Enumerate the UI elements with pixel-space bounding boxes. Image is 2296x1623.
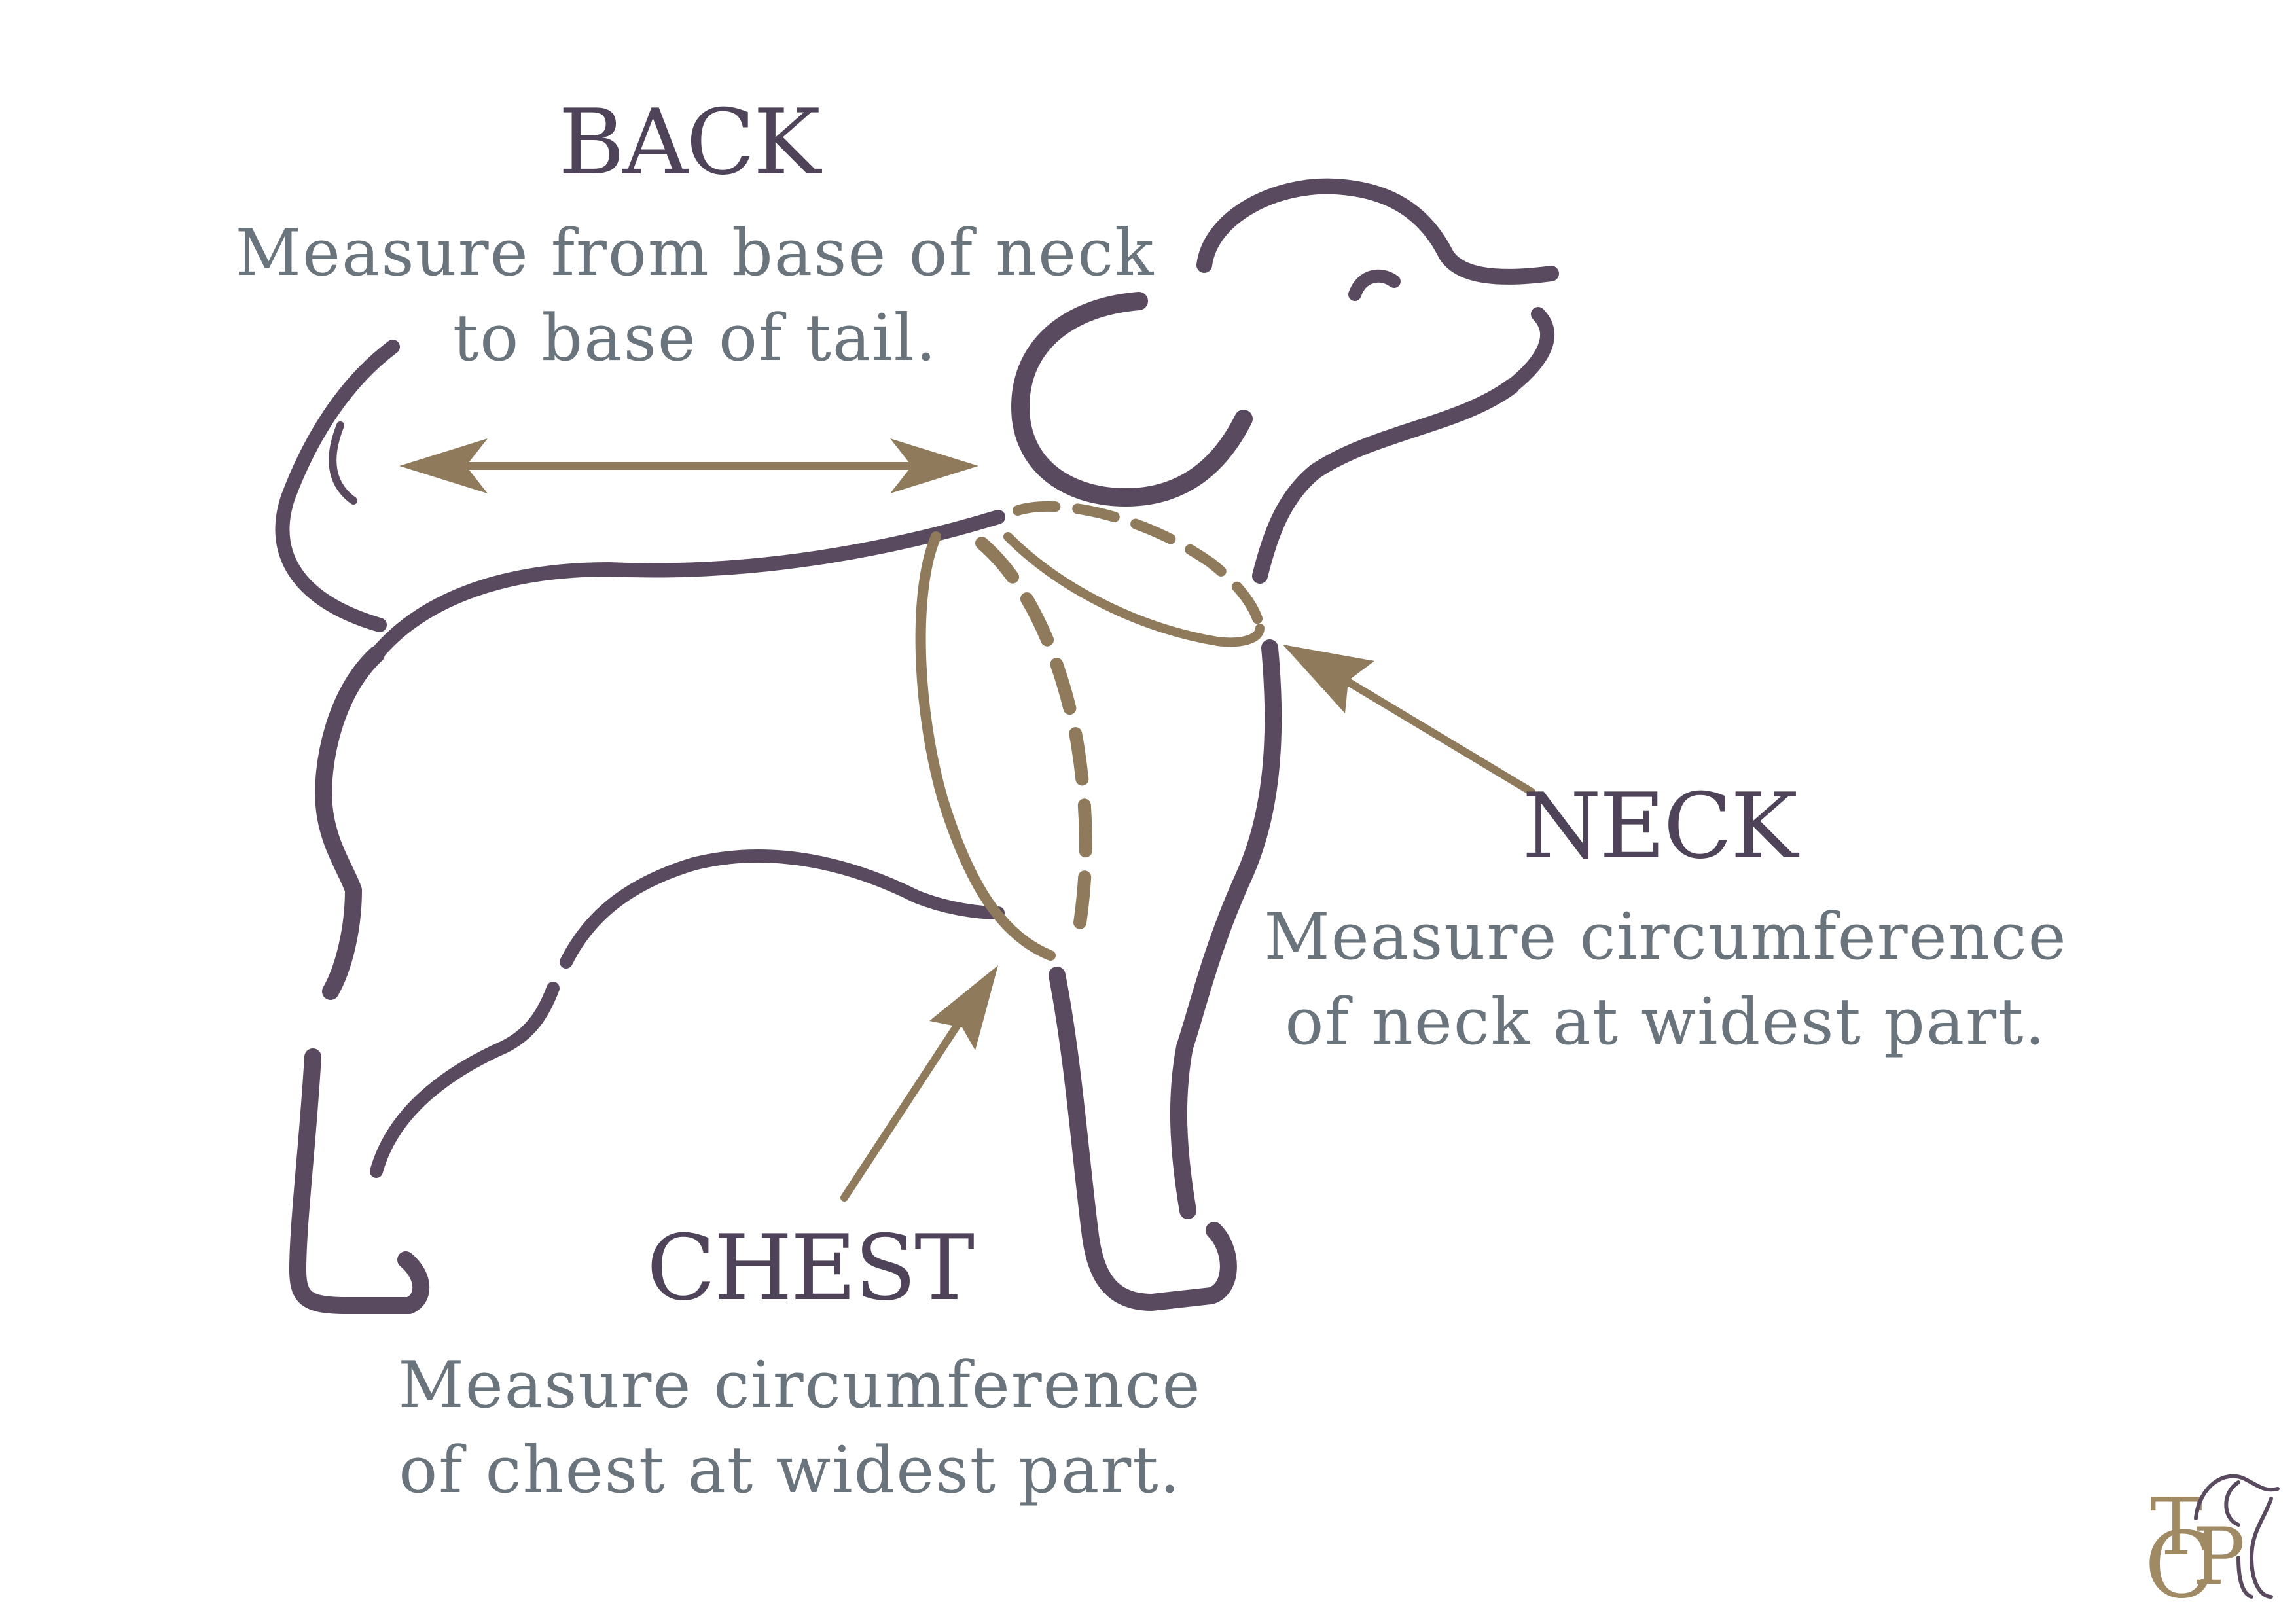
neck-ring-dashed	[1013, 501, 1265, 633]
dog-chest-line	[1170, 639, 1282, 1219]
neck-desc-line1: Measure circumference	[1264, 900, 2067, 974]
neck-pointer-arrow	[1283, 645, 1535, 796]
back-label: BACK Measure from base of neck to base o…	[236, 90, 1155, 376]
chest-arrowhead	[929, 965, 998, 1050]
dog-belly	[560, 849, 1005, 969]
back-title: BACK	[558, 90, 823, 195]
dog-tail-inner	[329, 421, 357, 505]
neck-desc-line2: of neck at widest part.	[1285, 985, 2046, 1060]
chest-pointer-arrow	[840, 965, 998, 1202]
back-desc-line2: to base of tail.	[453, 301, 937, 376]
dog-ear	[1011, 292, 1253, 507]
dog-back-line	[369, 510, 1005, 662]
chest-title: CHEST	[647, 1215, 974, 1321]
back-measure-arrow	[399, 438, 978, 493]
back-arrowhead-left	[399, 438, 488, 493]
dog-hind-leg-rear	[289, 1048, 430, 1314]
back-arrowhead-right	[890, 438, 978, 493]
neck-arrowhead	[1283, 645, 1374, 713]
logo-letter-p: P	[2193, 1512, 2246, 1603]
dog-outline-icon	[275, 178, 1559, 1314]
chest-measure-ring	[915, 531, 1092, 961]
neck-measure-ring	[1003, 501, 1265, 647]
chest-ring-solid	[915, 531, 1056, 961]
neck-title: NECK	[1522, 774, 1800, 879]
neck-label: NECK Measure circumference of neck at wi…	[1264, 774, 2067, 1060]
back-desc-line1: Measure from base of neck	[236, 216, 1155, 291]
chest-ring-dashed	[975, 537, 1092, 929]
logo-letter-c: C	[2144, 1512, 2214, 1619]
logo-dog-sketch	[2194, 1474, 2280, 1599]
dog-rump	[315, 646, 385, 1000]
dog-front-leg-rear	[1049, 967, 1237, 1311]
tcp-dog-logo-icon: T C P	[2144, 1474, 2280, 1619]
dog-hind-leg-front	[370, 982, 560, 1178]
dog-eye	[1348, 269, 1401, 301]
dog-neck-front	[1252, 378, 1520, 584]
dog-head-top	[1196, 178, 1559, 285]
chest-label: CHEST Measure circumference of chest at …	[398, 1215, 1201, 1508]
logo-letter-t: T	[2150, 1482, 2202, 1573]
chest-desc-line1: Measure circumference	[398, 1348, 1201, 1423]
chest-desc-line2: of chest at widest part.	[399, 1433, 1181, 1508]
dog-tail	[275, 340, 400, 632]
dog-chin	[1505, 307, 1555, 393]
neck-ring-solid	[1003, 532, 1265, 647]
